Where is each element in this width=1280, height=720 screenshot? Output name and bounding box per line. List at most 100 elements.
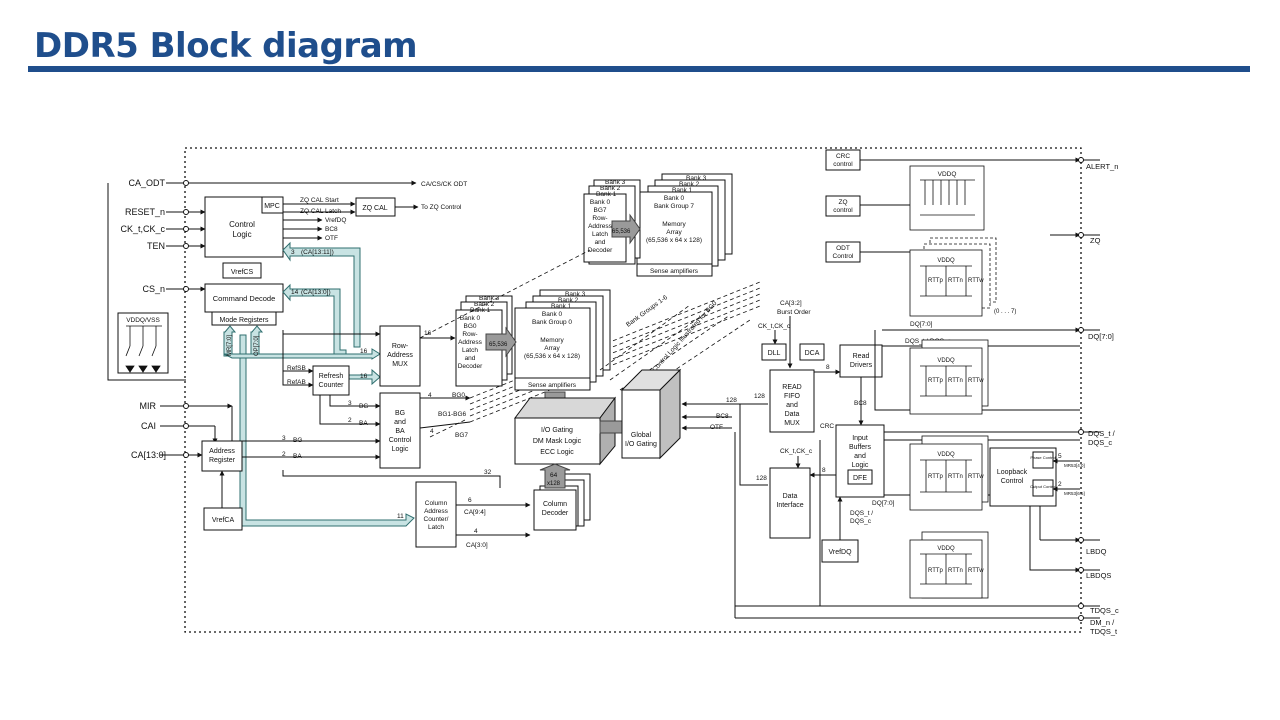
svg-text:Counter/: Counter/: [424, 516, 449, 523]
mpc-block: [261, 196, 284, 214]
svg-text:control: control: [833, 207, 853, 214]
svg-text:OP[7:0]: OP[7:0]: [254, 335, 260, 356]
svg-text:I/O Gating: I/O Gating: [541, 427, 573, 434]
svg-text:Control: Control: [833, 253, 855, 260]
svg-text:CA[3:2]: CA[3:2]: [780, 300, 802, 307]
svg-text:RTTp: RTTp: [928, 378, 944, 384]
svg-text:Control: Control: [1001, 478, 1024, 485]
pin-ten: TEN: [147, 241, 165, 251]
data-interface-block: [769, 467, 811, 539]
svg-text:CA[9:4]: CA[9:4]: [464, 509, 486, 516]
svg-text:3: 3: [291, 249, 295, 256]
svg-text:Decoder: Decoder: [542, 510, 569, 517]
vddq-vss-label: VDDQ/VSS: [126, 317, 160, 324]
column-decoder-arrow: [539, 463, 571, 489]
mode-registers-block: [211, 311, 277, 326]
svg-text:65,536: 65,536: [612, 229, 631, 235]
dfe-block: [847, 469, 873, 485]
svg-text:4: 4: [474, 528, 478, 535]
svg-text:(CA[13:0]): (CA[13:0]): [301, 289, 331, 296]
svg-text:MR[7:0]: MR[7:0]: [227, 335, 233, 356]
svg-text:Address: Address: [387, 352, 413, 359]
svg-text:Row-: Row-: [462, 331, 477, 338]
svg-text:ZQ CAL: ZQ CAL: [362, 205, 387, 212]
svg-text:Array: Array: [666, 229, 682, 236]
row-address-mux-block: [379, 325, 421, 387]
svg-text:DQ[7:0]: DQ[7:0]: [910, 321, 933, 328]
global-io-gating-block: [621, 389, 661, 459]
svg-text:16: 16: [360, 348, 368, 355]
vrefca-block: [203, 507, 243, 531]
pin-cs-n: CS_n: [142, 284, 165, 294]
pin-cai: CAI: [141, 421, 156, 431]
svg-text:Mode Registers: Mode Registers: [219, 317, 269, 324]
svg-text:Logic: Logic: [852, 462, 869, 469]
svg-text:Address: Address: [424, 508, 449, 515]
input-buffers-block: [835, 424, 885, 498]
svg-text:MUX: MUX: [392, 361, 408, 368]
pin-dm-n: DM_n /: [1090, 618, 1115, 627]
dll-block: [761, 343, 787, 361]
svg-text:BC8: BC8: [325, 226, 338, 233]
svg-text:VrefDQ: VrefDQ: [325, 217, 346, 224]
svg-text:Address: Address: [588, 223, 613, 230]
svg-text:Logic: Logic: [392, 446, 409, 453]
svg-text:Global: Global: [631, 432, 652, 439]
svg-text:Column: Column: [425, 500, 448, 507]
bg0-decoder-stack: Bank 3 Bank 2 Bank 1 Bank 0 BG0 Row- Add…: [455, 295, 513, 387]
svg-text:CRC: CRC: [836, 153, 850, 160]
svg-text:2: 2: [348, 417, 352, 424]
svg-text:Control: Control: [389, 437, 412, 444]
svg-text:(0 . . . 7): (0 . . . 7): [994, 309, 1016, 315]
svg-text:RTTn: RTTn: [948, 474, 963, 480]
svg-text:RTTp: RTTp: [928, 474, 944, 480]
svg-text:BG0: BG0: [463, 323, 476, 330]
svg-text:Interface: Interface: [776, 502, 803, 509]
svg-text:Array: Array: [544, 345, 560, 352]
svg-text:DCA: DCA: [805, 350, 820, 357]
svg-text:Refresh: Refresh: [319, 373, 344, 380]
svg-text:Decoder: Decoder: [588, 247, 613, 254]
svg-text:Bank 2: Bank 2: [679, 181, 700, 188]
svg-text:DQS_t /: DQS_t /: [850, 510, 873, 517]
svg-text:ZQ CAL Start: ZQ CAL Start: [300, 197, 339, 204]
pin-mir: MIR: [140, 401, 157, 411]
pin-dqs-t: DQS_t /: [1088, 429, 1116, 438]
svg-text:3: 3: [282, 435, 286, 442]
svg-text:Bank 1: Bank 1: [672, 187, 693, 194]
svg-text:Bank 3: Bank 3: [479, 295, 500, 302]
pin-ca-odt: CA_ODT: [128, 178, 165, 188]
svg-text:65,536: 65,536: [489, 342, 508, 348]
svg-text:Decoder: Decoder: [458, 363, 483, 370]
svg-text:Control Logic Illustrated for: Control Logic Illustrated for BG0: [651, 300, 718, 374]
svg-text:Command Decode: Command Decode: [213, 294, 276, 303]
svg-text:4: 4: [430, 428, 434, 435]
svg-text:(65,536 x 64 x 128): (65,536 x 64 x 128): [524, 353, 580, 360]
svg-text:FIFO: FIFO: [784, 393, 800, 400]
title-rule: [28, 66, 1250, 72]
svg-text:128: 128: [754, 393, 765, 400]
svg-text:Bank Group 0: Bank Group 0: [532, 319, 572, 326]
zq-cal-block: [355, 197, 396, 217]
svg-text:and: and: [394, 419, 406, 426]
svg-text:128: 128: [726, 397, 737, 404]
odt-termination-dqs: [909, 435, 989, 511]
svg-text:RTTn: RTTn: [948, 568, 963, 574]
svg-text:DFE: DFE: [853, 475, 867, 482]
svg-text:Data: Data: [785, 411, 800, 418]
svg-text:RTTw: RTTw: [968, 568, 984, 574]
svg-text:8: 8: [826, 364, 830, 371]
svg-text:OTF: OTF: [710, 424, 723, 431]
read-fifo-mux-block: [769, 369, 815, 433]
dca-block: [799, 343, 825, 361]
io-gating-block: [514, 417, 601, 465]
svg-text:RTTn: RTTn: [948, 278, 963, 284]
svg-text:DQS_c: DQS_c: [850, 518, 872, 525]
svg-text:Output Control: Output Control: [1030, 484, 1056, 489]
svg-text:16: 16: [360, 373, 368, 380]
bg0-row-arrow: [485, 326, 517, 358]
svg-text:128: 128: [756, 475, 767, 482]
svg-text:Address: Address: [458, 339, 483, 346]
crc-control-block: [825, 149, 861, 171]
